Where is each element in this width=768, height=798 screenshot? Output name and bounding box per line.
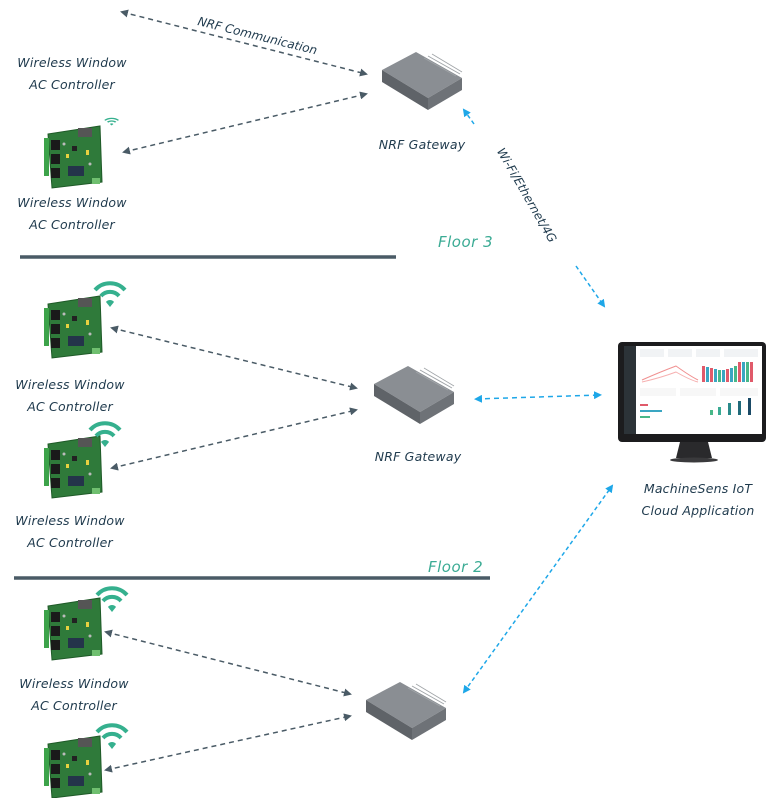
controller-label: Wireless Window AC Controller	[14, 510, 126, 554]
ac-controller-board	[43, 597, 103, 661]
cloud-link-middle	[474, 391, 602, 403]
nrf-link	[122, 91, 368, 155]
controller-label: Wireless Window AC Controller	[14, 374, 126, 418]
floor-3-label: Floor 3	[438, 233, 494, 251]
nrf-gateway-device	[381, 51, 463, 111]
cloud-label-line1: MachineSens IoT	[643, 481, 753, 496]
controller-label-line2: AC Controller	[29, 217, 115, 232]
ac-controller-board	[43, 735, 103, 798]
floor-2-label: Floor 2	[428, 558, 484, 576]
nrf-link	[110, 407, 358, 471]
nrf-link	[120, 9, 368, 77]
controller-label: Wireless Window AC Controller	[16, 52, 128, 96]
controller-label: Wireless Window AC Controller	[18, 673, 130, 717]
cloud-application-label: MachineSens IoT Cloud Application	[630, 478, 766, 522]
nrf-gateway-label: NRF Gateway	[374, 449, 462, 464]
nrf-gateway-device	[365, 681, 447, 741]
controller-label-line2: AC Controller	[31, 698, 117, 713]
controller-label: Wireless Window AC Controller	[16, 192, 128, 236]
wifi-icon	[95, 586, 129, 614]
ac-controller-board	[43, 295, 103, 359]
nrf-link	[104, 629, 352, 697]
nrf-link	[110, 325, 358, 391]
ac-controller-board	[43, 435, 103, 499]
nrf-link	[104, 713, 352, 773]
wifi-icon	[104, 117, 120, 127]
cloud-dashboard-monitor	[618, 342, 766, 463]
cloud-link-bottom	[462, 484, 614, 694]
cloud-label-line2: Cloud Application	[641, 503, 755, 518]
wifi-icon	[95, 723, 129, 751]
cloud-link-top-end	[575, 265, 606, 308]
nrf-gateway-label: NRF Gateway	[378, 137, 466, 152]
cloud-link-top-start	[462, 108, 475, 125]
controller-label-line1: Wireless Window	[15, 377, 125, 392]
controller-label-line1: Wireless Window	[17, 195, 127, 210]
controller-label-line1: Wireless Window	[17, 55, 127, 70]
ac-controller-board	[43, 125, 103, 189]
nrf-gateway-device	[373, 365, 455, 425]
controller-label-line1: Wireless Window	[15, 513, 125, 528]
controller-label-line2: AC Controller	[27, 535, 113, 550]
controller-label-line1: Wireless Window	[19, 676, 129, 691]
controller-label-line2: AC Controller	[27, 399, 113, 414]
controller-label-line2: AC Controller	[29, 77, 115, 92]
